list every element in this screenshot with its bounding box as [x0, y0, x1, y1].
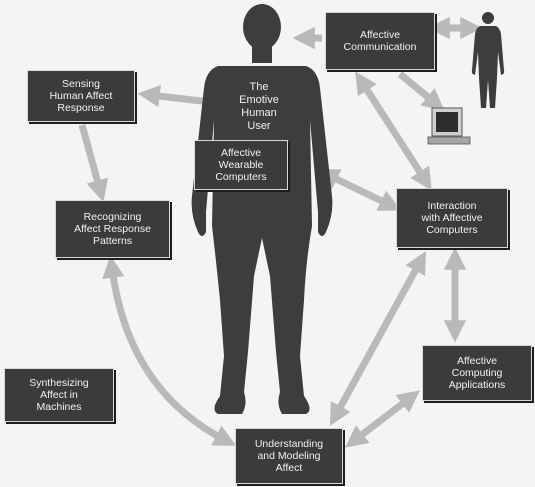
arrow-user-to-sensing [137, 85, 211, 108]
understanding-and-modeling-affect-box: Understanding and Modeling Affect [235, 428, 343, 484]
arrow-understanding-interaction [329, 250, 427, 427]
arrows [78, 16, 483, 448]
arrow-communication-interaction [355, 71, 432, 191]
synthesizing-affect-in-machines-box: Synthesizing Affect in Machines [4, 368, 114, 422]
small-person-icon [471, 12, 505, 108]
recognizing-affect-response-patterns-box: Recognizing Affect Response Patterns [55, 200, 170, 258]
arrow-applications-understanding [344, 390, 421, 448]
arrow-user-interaction [316, 169, 402, 211]
emotive-human-user-label: The Emotive Human User [239, 81, 279, 132]
human-figure-icon [191, 4, 333, 414]
interaction-with-affective-computers-box: Interaction with Affective Computers [396, 188, 508, 248]
computer-icon [427, 107, 471, 145]
affective-computing-applications-box: Affective Computing Applications [422, 345, 532, 401]
arrow-sensing-to-recognizing [78, 124, 109, 203]
sensing-human-affect-response-box: Sensing Human Affect Response [27, 70, 135, 122]
affective-wearable-computers-box: Affective Wearable Computers [194, 140, 288, 190]
affective-communication-box: Affective Communication [325, 12, 435, 70]
arrow-recognizing-understanding [102, 255, 237, 446]
arrow-communication-to-computer [397, 71, 445, 112]
